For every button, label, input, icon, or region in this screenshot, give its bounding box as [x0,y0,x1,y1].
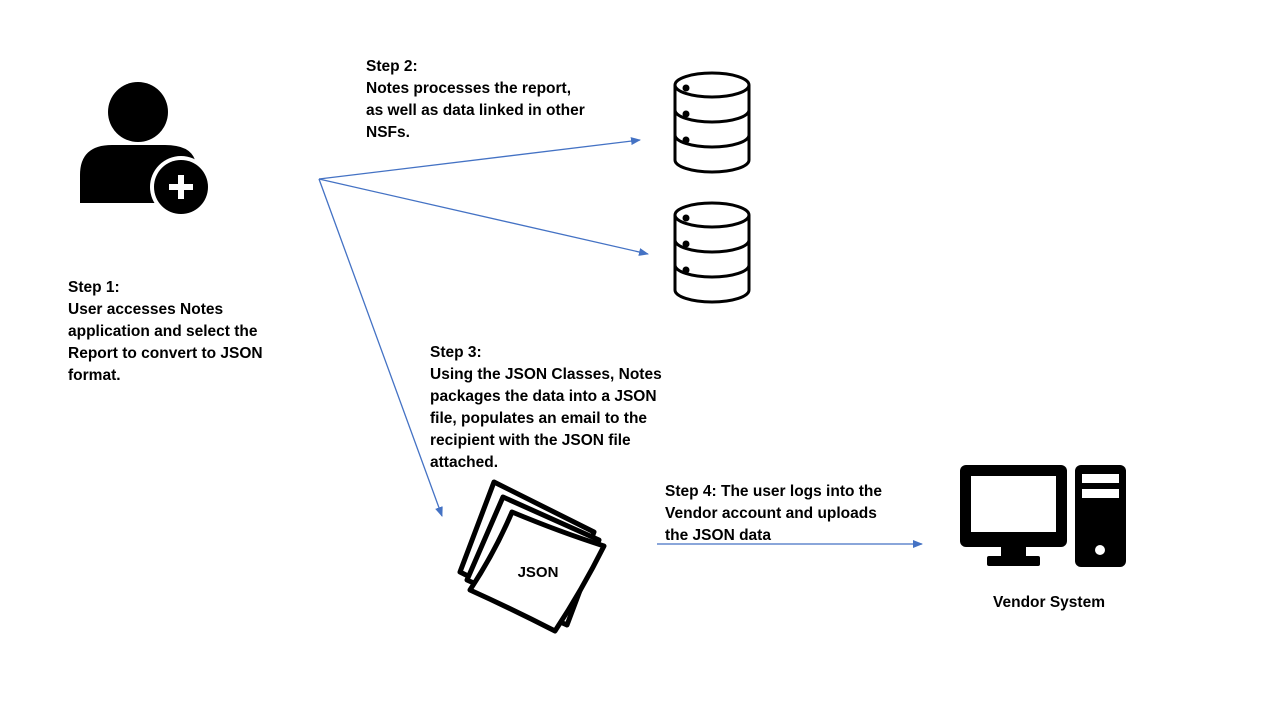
step-4-text: Step 4: The user logs into the Vendor ac… [665,483,883,544]
desktop-computer-icon [960,465,1126,567]
step-1-text: User accesses Notes application and sele… [68,301,263,384]
step-2-text: Notes processes the report, as well as d… [366,80,585,141]
database-icon-bottom [673,201,751,304]
step-1-title: Step 1: [68,279,120,296]
step-3-label: Step 3: Using the JSON Classes, Notes pac… [430,320,690,474]
json-file-label: JSON [518,564,559,581]
step-4-label: Step 4: The user logs into the Vendor ac… [665,459,925,547]
vendor-system-label: Vendor System [993,594,1105,611]
step-2-title: Step 2: [366,58,418,75]
step-3-title: Step 3: [430,344,482,361]
arrow-to-database-bottom [318,178,649,256]
database-icon-top [673,71,751,174]
step-1-label: Step 1: User accesses Notes application a… [68,255,308,387]
arrow-to-json-files [318,178,443,517]
arrow-to-database-top [318,137,641,180]
add-user-icon [80,82,212,218]
step-3-text: Using the JSON Classes, Notes packages t… [430,366,662,471]
document-stack-icon [457,479,607,634]
step-2-label: Step 2: Notes processes the report, as we… [366,34,626,144]
